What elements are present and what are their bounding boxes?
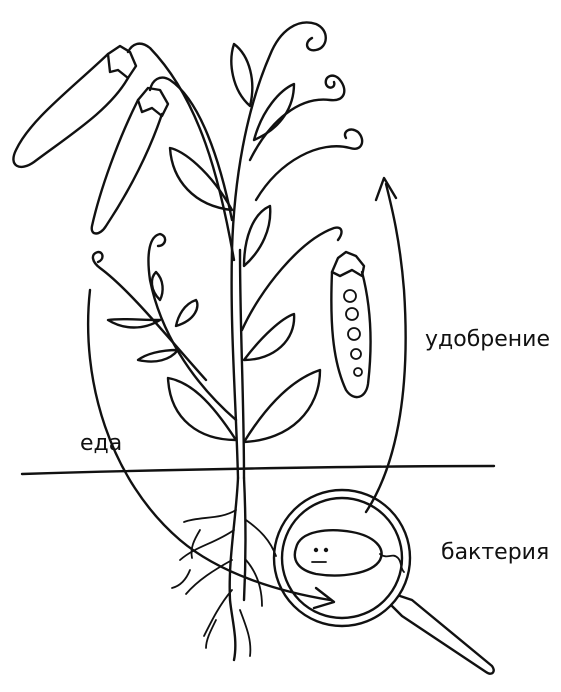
- upright-pea-pod: [331, 252, 370, 397]
- food-label: еда: [80, 433, 122, 455]
- leaf-lower-left: [168, 378, 236, 440]
- leaf-upper-right: [231, 44, 294, 140]
- bacterium: [295, 530, 404, 575]
- food-arrow: [88, 290, 334, 608]
- magnifying-glass: [274, 490, 494, 674]
- ground-line: [22, 466, 494, 474]
- upper-right-branch: [250, 76, 362, 200]
- leaf-lower-right-1: [244, 314, 294, 360]
- fertilizer-arrow: [366, 178, 406, 512]
- bacteria-label: бактерия: [441, 542, 549, 564]
- leaf-middle-right: [244, 206, 270, 266]
- leaf-lower-right-2: [244, 370, 320, 442]
- fertilizer-label: удобрение: [425, 329, 550, 351]
- left-lower-branch: [93, 234, 236, 420]
